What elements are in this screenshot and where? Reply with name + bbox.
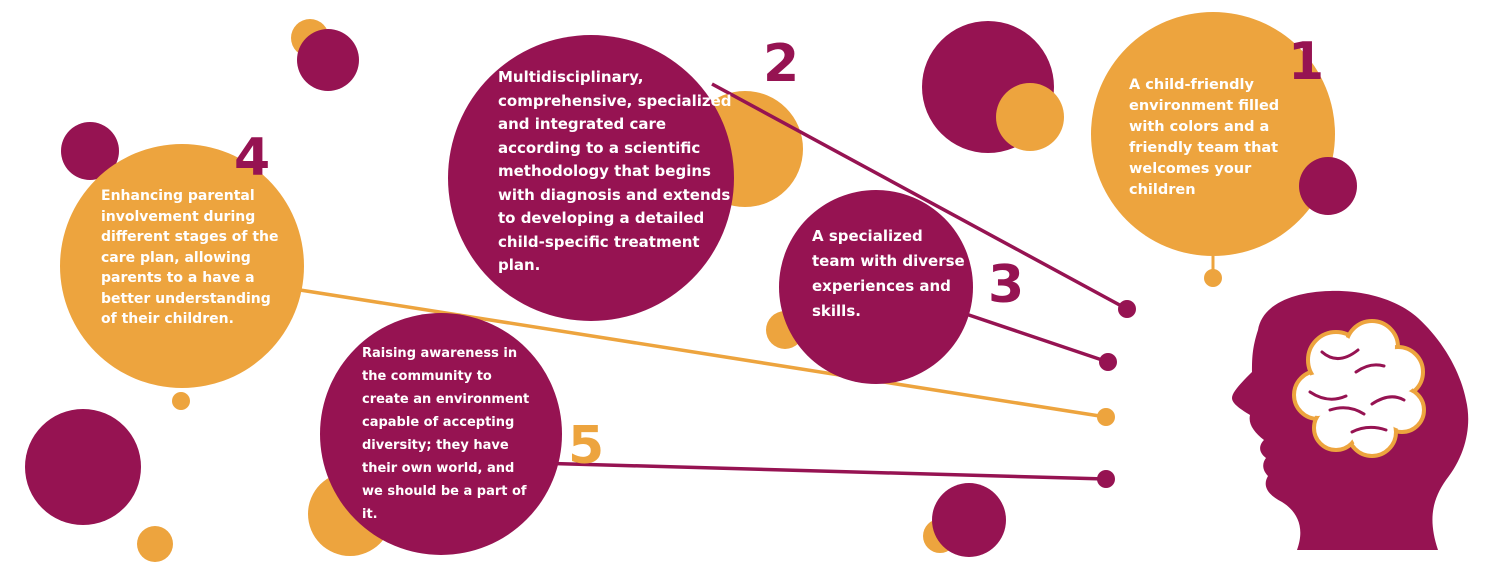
connector-1-dot xyxy=(1204,269,1222,287)
topic-circle-4 xyxy=(60,144,304,388)
number-4: 4 xyxy=(234,128,271,188)
deco-bubble xyxy=(297,29,359,91)
deco-bubble xyxy=(996,83,1064,151)
number-1: 1 xyxy=(1288,32,1325,92)
topic-circle-5 xyxy=(320,313,562,555)
topic-circle-1 xyxy=(1091,12,1335,256)
connector-5-line xyxy=(534,461,1107,481)
connector-4-dot xyxy=(1097,408,1115,426)
number-3: 3 xyxy=(988,255,1025,315)
deco-bubble xyxy=(25,409,141,525)
deco-bubble xyxy=(1299,157,1357,215)
item-2-text: Multidisciplinary, comprehensive, specia… xyxy=(498,68,732,274)
deco-bubble xyxy=(61,122,119,180)
number-5: 5 xyxy=(568,416,605,476)
item-5-text: Raising awareness in the community to cr… xyxy=(362,346,530,522)
connector-5-dot xyxy=(1097,470,1115,488)
connector-4-line xyxy=(299,288,1107,419)
item-1-text: A child-friendly environment filled with… xyxy=(1129,77,1280,198)
item-3-text: A specialized team with diverse experien… xyxy=(812,227,965,320)
deco-bubble xyxy=(137,526,173,562)
number-2: 2 xyxy=(763,34,800,94)
item-4-text: Enhancing parental involvement during di… xyxy=(101,188,279,327)
child-head-brain-icon xyxy=(1232,290,1469,550)
connector-2-line xyxy=(711,82,1128,311)
deco-bubble xyxy=(172,392,190,410)
topic-circle-3 xyxy=(779,190,973,384)
topic-circle-2 xyxy=(448,35,734,321)
connector-3-dot xyxy=(1099,353,1117,371)
deco-bubble xyxy=(932,483,1006,557)
connector-2-dot xyxy=(1118,300,1136,318)
connector-3-line xyxy=(959,310,1109,364)
